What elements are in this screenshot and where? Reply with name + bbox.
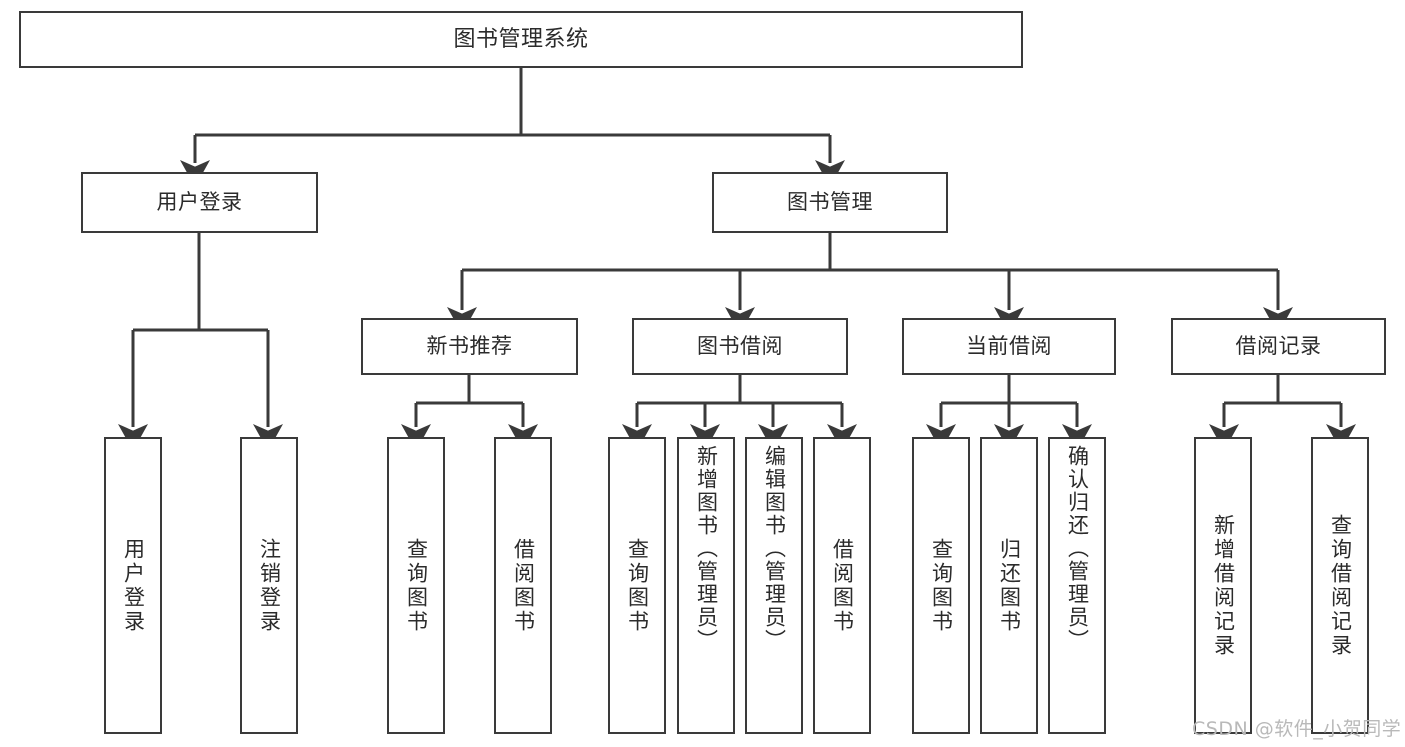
leaf-label: 借阅图书 (511, 537, 536, 634)
leaf-query-book-newbook[interactable]: 查询图书 (387, 437, 445, 734)
node-book-borrow[interactable]: 图书借阅 (632, 318, 848, 375)
leaf-label: 归还图书 (997, 537, 1022, 634)
leaf-user-login[interactable]: 用户登录 (104, 437, 162, 734)
leaf-query-book-current[interactable]: 查询图书 (912, 437, 970, 734)
leaf-add-book-admin[interactable]: 新增图书（管理员） (677, 437, 735, 734)
node-user-login[interactable]: 用户登录 (81, 172, 318, 233)
csdn-watermark: CSDN @软件_小贺同学 (1192, 718, 1402, 740)
leaf-confirm-return-admin[interactable]: 确认归还（管理员） (1048, 437, 1106, 734)
leaf-add-borrow-record[interactable]: 新增借阅记录 (1194, 437, 1252, 734)
leaf-return-book[interactable]: 归还图书 (980, 437, 1038, 734)
leaf-label: 查询借阅记录 (1328, 513, 1353, 658)
node-root-system[interactable]: 图书管理系统 (19, 11, 1023, 68)
leaf-label: 借阅图书 (830, 537, 855, 634)
leaf-label: 查询图书 (404, 537, 429, 634)
leaf-query-borrow-record[interactable]: 查询借阅记录 (1311, 437, 1369, 734)
node-book-management[interactable]: 图书管理 (712, 172, 948, 233)
leaf-label: 查询图书 (929, 537, 954, 634)
node-borrow-records[interactable]: 借阅记录 (1171, 318, 1386, 375)
leaf-label: 新增借阅记录 (1211, 513, 1236, 658)
leaf-label: 确认归还（管理员） (1065, 445, 1090, 652)
leaf-label: 用户登录 (121, 537, 146, 634)
leaf-label: 新增图书（管理员） (694, 445, 719, 652)
leaf-borrow-book-borrow[interactable]: 借阅图书 (813, 437, 871, 734)
leaf-query-book-borrow[interactable]: 查询图书 (608, 437, 666, 734)
leaf-logout[interactable]: 注销登录 (240, 437, 298, 734)
leaf-borrow-book-newbook[interactable]: 借阅图书 (494, 437, 552, 734)
leaf-label: 编辑图书（管理员） (762, 445, 787, 652)
node-new-book-recommend[interactable]: 新书推荐 (361, 318, 578, 375)
leaf-label: 注销登录 (257, 537, 282, 634)
leaf-label: 查询图书 (625, 537, 650, 634)
leaf-edit-book-admin[interactable]: 编辑图书（管理员） (745, 437, 803, 734)
node-current-borrow[interactable]: 当前借阅 (902, 318, 1116, 375)
